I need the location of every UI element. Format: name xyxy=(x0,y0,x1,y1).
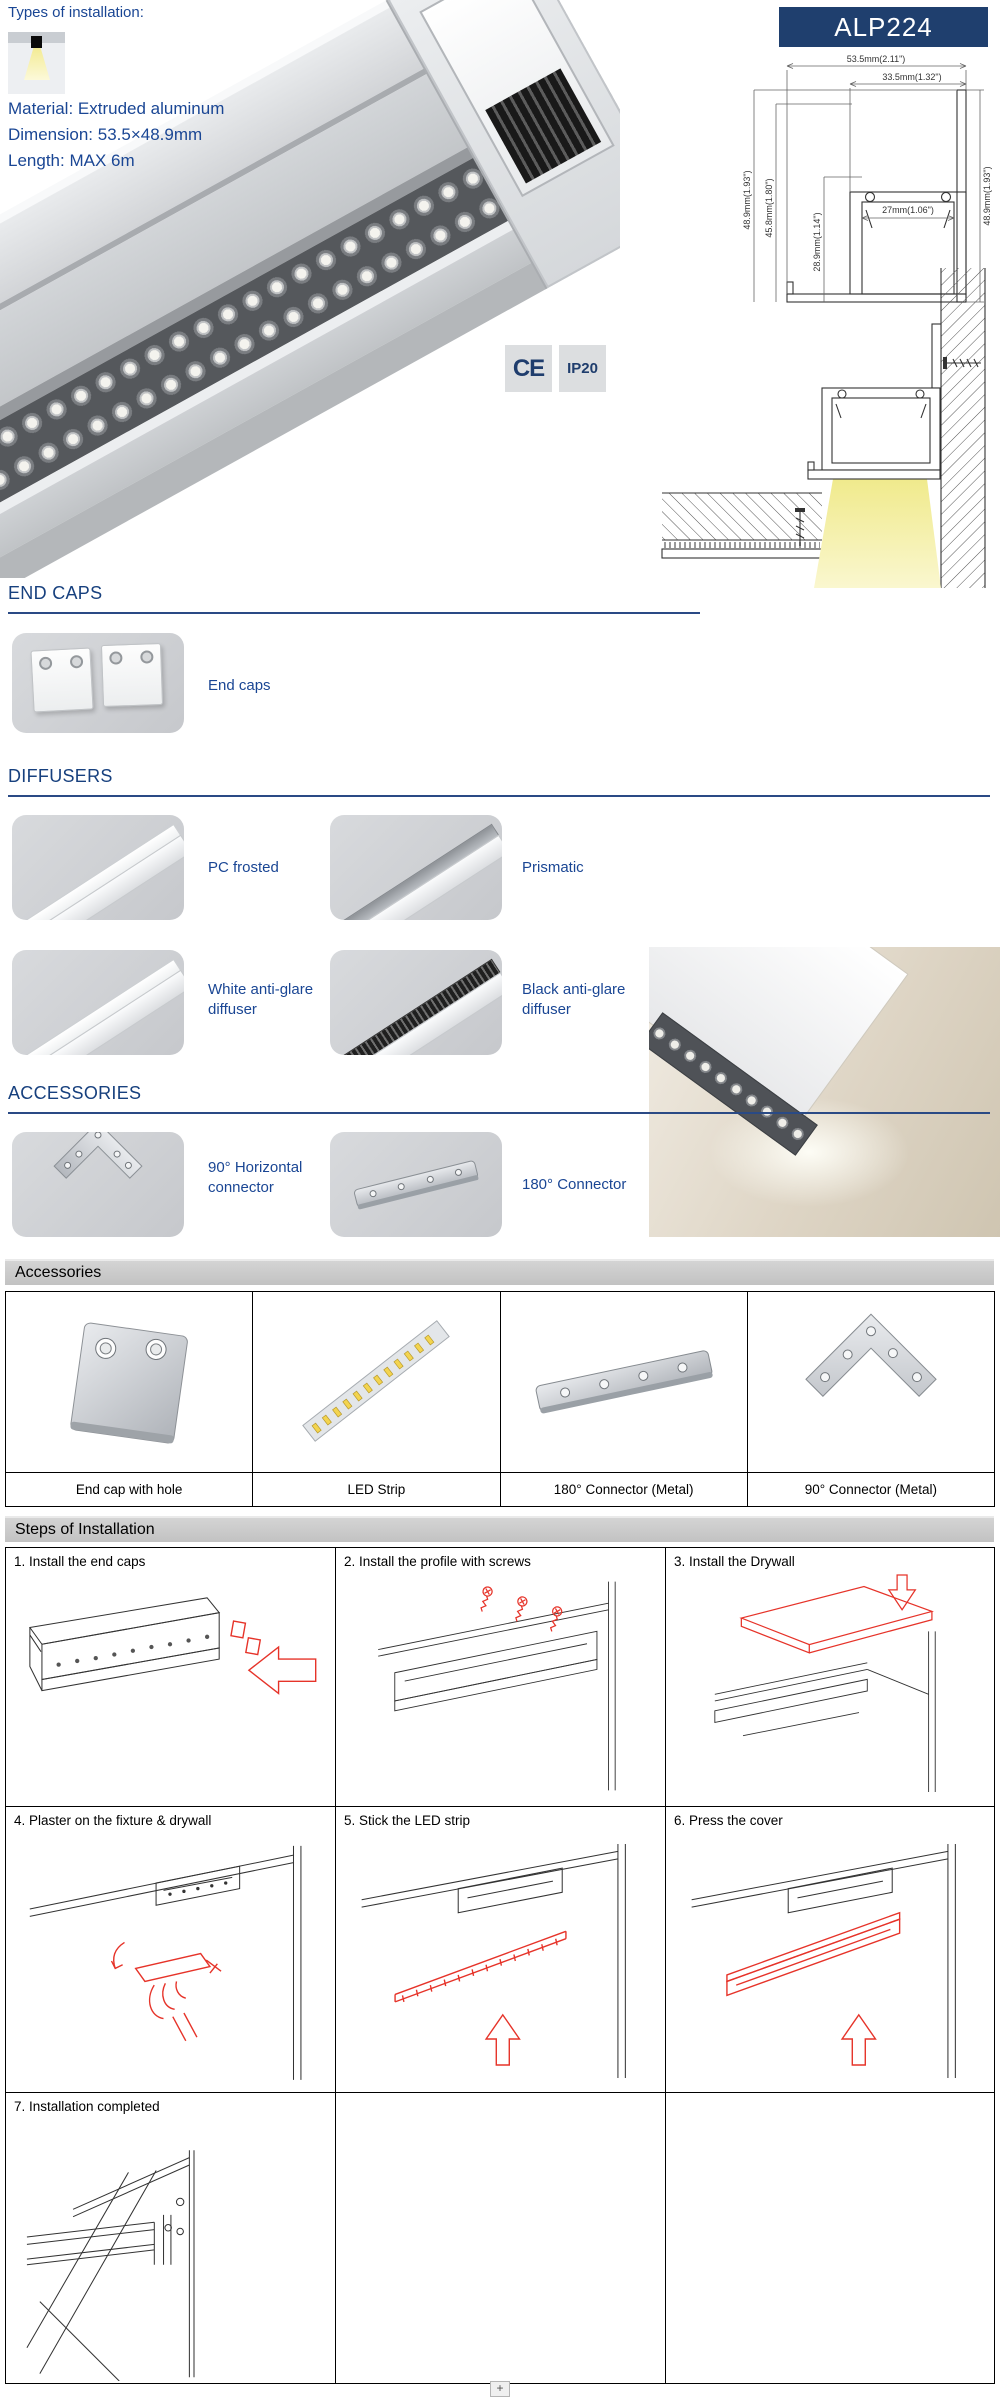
connector-180-image xyxy=(330,1132,502,1237)
step-cell-4: 4. Plaster on the fixture & drywall xyxy=(6,1807,336,2093)
diffuser-label: White anti-glare diffuser xyxy=(208,981,314,1018)
accessories-table-title: Accessories xyxy=(15,1264,102,1281)
steps-header: Steps of Installation xyxy=(5,1516,994,1542)
step-cell-3: 3. Install the Drywall xyxy=(666,1548,994,1807)
dimension-drawing: 53.5mm(2.11") 33.5mm(1.32") 27mm(1.06") … xyxy=(742,54,992,303)
step-cell-5: 5. Stick the LED strip xyxy=(336,1807,666,2093)
wall-mount-drawing xyxy=(661,268,986,588)
dim-height-total-left: 48.9mm(1.93") xyxy=(742,170,752,229)
diffuser-label: Black anti-glare diffuser xyxy=(522,981,626,1018)
connector-label: 180° Connector xyxy=(522,1176,627,1193)
step-drawing-5 xyxy=(361,1844,626,2078)
accessories-table: End cap with hole LED Strip 180° Connect… xyxy=(5,1291,995,1507)
step-cell-2: 2. Install the profile with screws xyxy=(336,1548,666,1807)
step-label: 5. Stick the LED strip xyxy=(344,1813,471,1828)
dim-height-total-right: 48.9mm(1.93") xyxy=(982,166,992,225)
dim-height-channel: 28.9mm(1.14") xyxy=(812,212,822,271)
step-cell-empty xyxy=(666,2093,994,2383)
end-cap-with-hole-image xyxy=(6,1292,254,1472)
table-cell-label: 180° Connector (Metal) xyxy=(501,1473,748,1506)
led-strip-image xyxy=(253,1292,501,1472)
model-title: ALP224 xyxy=(779,7,988,47)
dimension-spec: Dimension: 53.5×48.9mm xyxy=(8,125,203,144)
table-cell-label: 90° Connector (Metal) xyxy=(804,1482,937,1497)
recessed-install-icon xyxy=(8,32,65,94)
diffusers-heading: DIFFUSERS xyxy=(8,766,113,786)
steps-title: Steps of Installation xyxy=(15,1521,155,1538)
profile-3d-render xyxy=(0,0,620,578)
step-cell-6: 6. Press the cover xyxy=(666,1807,994,2093)
table-cell-label: End cap with hole xyxy=(6,1473,254,1506)
diffuser-label: Prismatic xyxy=(522,859,584,876)
ceiling-hatch xyxy=(662,493,822,540)
end-cap xyxy=(30,647,94,713)
connector-90-metal-image xyxy=(748,1292,994,1472)
light-beam-icon xyxy=(24,48,50,80)
step-label: 2. Install the profile with screws xyxy=(344,1554,531,1569)
dim-width-inner: 33.5mm(1.32") xyxy=(882,72,941,82)
diffuser-label: PC frosted xyxy=(208,859,279,876)
step-label: 6. Press the cover xyxy=(674,1813,783,1828)
zoom-in-button[interactable]: + xyxy=(490,2381,510,2397)
step-drawing-3 xyxy=(714,1574,936,1793)
accessories-heading: ACCESSORIES xyxy=(8,1083,142,1103)
step-drawing-2 xyxy=(378,1581,616,1791)
connector-180-metal-image xyxy=(501,1292,748,1472)
ce-mark: CE xyxy=(512,354,545,382)
dim-width-channel: 27mm(1.06") xyxy=(882,205,934,215)
step-label: 3. Install the Drywall xyxy=(674,1554,795,1569)
ceiling-screw xyxy=(795,508,805,546)
end-caps-divider xyxy=(8,612,700,614)
length-spec: Length: MAX 6m xyxy=(8,151,135,170)
step-drawing-6 xyxy=(691,1844,956,2078)
diffuser-black-antiglare-image xyxy=(330,950,502,1055)
dim-height-inner: 45.8mm(1.80") xyxy=(764,178,774,237)
ip20-badge: IP20 xyxy=(559,345,606,392)
drywall-board xyxy=(661,548,823,559)
end-caps-heading: END CAPS xyxy=(8,583,103,603)
diffuser-white-antiglare-image xyxy=(12,950,184,1055)
step-drawing-4 xyxy=(29,1845,302,2080)
step-drawing-1 xyxy=(28,1597,317,1695)
recessed-profile-render xyxy=(649,947,1000,1237)
accessories-divider xyxy=(8,1112,990,1114)
dim-width-total: 53.5mm(2.11") xyxy=(847,54,906,64)
material-spec: Material: Extruded aluminum xyxy=(8,99,225,118)
connector-label: 90° Horizontal connector xyxy=(208,1159,303,1196)
step-drawing-7 xyxy=(26,2150,195,2381)
step-cell-empty xyxy=(336,2093,666,2383)
wall-screw xyxy=(943,357,981,369)
installation-steps-grid: 1. Install the end caps 2. Install the p… xyxy=(5,1547,995,2384)
light-beam xyxy=(814,479,941,588)
diffuser-pc-frosted-image xyxy=(12,815,184,920)
end-cap xyxy=(100,642,164,708)
aluminum-profile-bar xyxy=(0,0,620,578)
step-label: 1. Install the end caps xyxy=(14,1554,146,1569)
step-label: 4. Plaster on the fixture & drywall xyxy=(14,1813,212,1828)
ce-badge: CE xyxy=(505,345,552,392)
accessories-table-header: Accessories xyxy=(5,1259,994,1285)
ip-rating: IP20 xyxy=(567,360,598,377)
wall-hatch xyxy=(941,268,985,588)
end-caps-caption: End caps xyxy=(208,677,271,694)
diffuser-prismatic-image xyxy=(330,815,502,920)
connector-90-image xyxy=(12,1132,184,1237)
step-label: 7. Installation completed xyxy=(14,2099,160,2114)
table-cell-label: LED Strip xyxy=(253,1473,501,1506)
step-cell-1: 1. Install the end caps xyxy=(6,1548,336,1807)
types-of-installation-label: Types of installation: xyxy=(8,4,144,21)
step-cell-7: 7. Installation completed xyxy=(6,2093,336,2383)
diffusers-divider xyxy=(8,795,990,797)
heatsink-fins xyxy=(485,68,602,184)
end-caps-image xyxy=(12,633,184,733)
